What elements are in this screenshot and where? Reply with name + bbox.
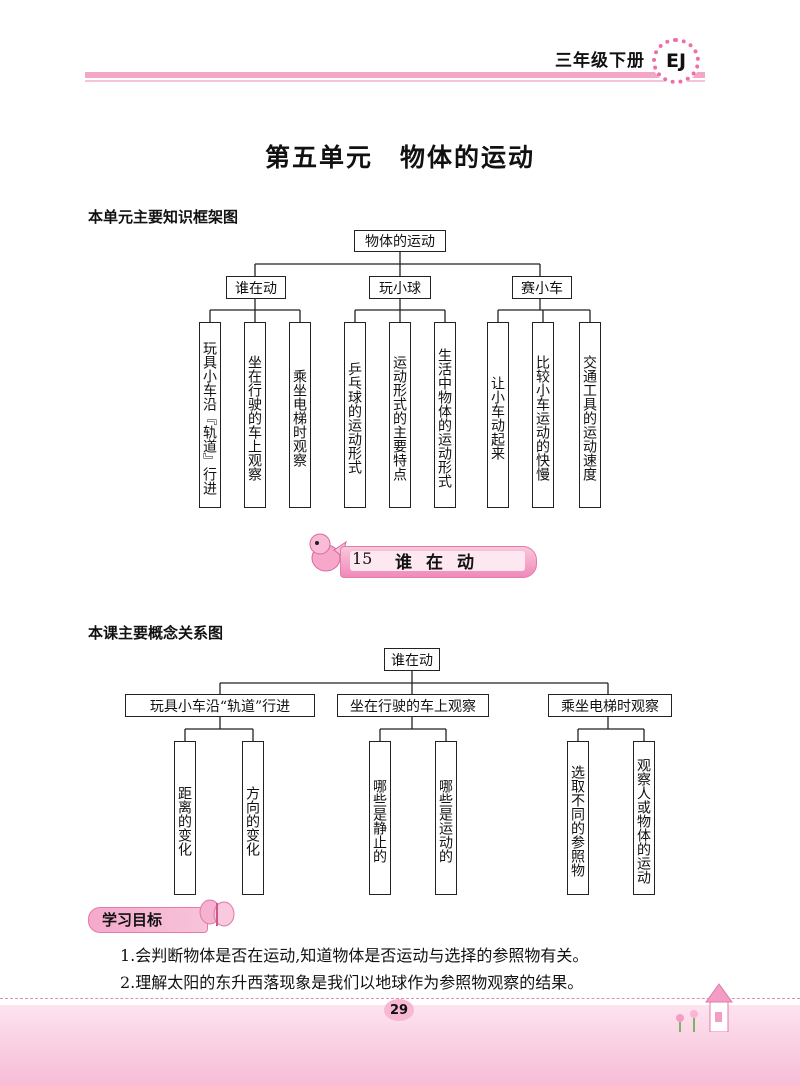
branch-node-who-moves: 谁在动 [226, 276, 286, 299]
header-rule-thin [85, 80, 705, 82]
leaf-node: 乘坐电梯时观察 [289, 322, 311, 508]
leaf-node: 方向的变化 [242, 741, 264, 895]
butterfly-icon [199, 899, 235, 927]
goal-item-2: 2.理解太阳的东升西落现象是我们以地球作为参照物观察的结果。 [120, 973, 584, 992]
leaf-node: 哪些是静止的 [369, 741, 391, 895]
leaf-node: 观察人或物体的运动 [633, 741, 655, 895]
castle-icon [676, 983, 733, 1032]
branch-node-play-ball: 玩小球 [369, 276, 431, 299]
leaf-node: 坐在行驶的车上观察 [244, 322, 266, 508]
header-rule [85, 72, 705, 78]
section-heading-concepts: 本课主要概念关系图 [88, 624, 224, 642]
lesson-number: 15 [352, 549, 373, 568]
page-number: 29 [384, 999, 414, 1021]
branch-node-elevator: 乘坐电梯时观察 [548, 694, 672, 717]
leaf-node: 乒乓球的运动形式 [344, 322, 366, 508]
leaf-node: 玩具小车沿『轨道』行进 [199, 322, 221, 508]
leaf-node: 比较小车运动的快慢 [532, 322, 554, 508]
branch-node-race-car: 赛小车 [512, 276, 572, 299]
goals-tag-label: 学习目标 [102, 911, 163, 929]
root-node-who-moves: 谁在动 [384, 648, 440, 671]
goals-tag [88, 907, 208, 933]
leaf-node: 距离的变化 [174, 741, 196, 895]
leaf-node: 生活中物体的运动形式 [434, 322, 456, 508]
cartoon-dragon-icon [309, 533, 347, 572]
lesson-banner-inner [350, 551, 525, 571]
root-node-motion: 物体的运动 [354, 230, 446, 252]
grade-label: 三年级下册 [555, 51, 645, 71]
unit-title: 第五单元 物体的运动 [264, 143, 535, 172]
edition-badge: EJ [652, 38, 700, 84]
section-heading-framework: 本单元主要知识框架图 [88, 208, 239, 226]
leaf-node: 交通工具的运动速度 [579, 322, 601, 508]
leaf-node: 运动形式的主要特点 [389, 322, 411, 508]
leaf-node: 选取不同的参照物 [567, 741, 589, 895]
branch-node-toy-car: 玩具小车沿“轨道”行进 [125, 694, 315, 717]
goal-item-1: 1.会判断物体是否在运动,知道物体是否运动与选择的参照物有关。 [120, 946, 589, 965]
leaf-node: 让小车动起来 [487, 322, 509, 508]
footer-dashed-line [0, 998, 800, 1013]
branch-node-in-car: 坐在行驶的车上观察 [337, 694, 489, 717]
lesson-title: 谁在动 [395, 553, 488, 573]
leaf-node: 哪些是运动的 [435, 741, 457, 895]
